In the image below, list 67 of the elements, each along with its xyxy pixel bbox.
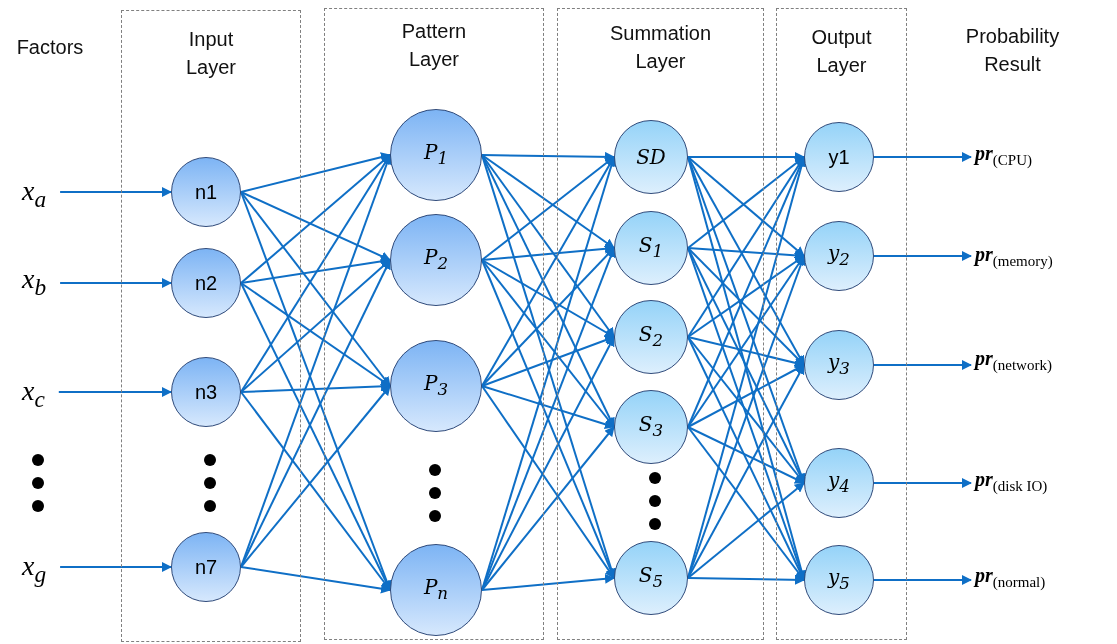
layer-heading: Output Layer [811, 25, 872, 78]
neuron-circle: y$_{3}$ [804, 330, 874, 400]
neuron-circle: S$_{3}$ [614, 390, 688, 464]
neuron-circle: n3 [171, 357, 241, 427]
neuron-circle: y$_{2}$ [804, 221, 874, 291]
connection-arrow [59, 562, 172, 572]
connection-arrow [481, 385, 615, 430]
input-factor-label: x$_{c}$ [22, 375, 45, 415]
neuron-circle: n2 [171, 248, 241, 318]
connection-arrow [687, 482, 805, 579]
probability-output-label: pr$_{(disk IO)}$ [975, 468, 1048, 508]
connection-arrow [873, 251, 972, 261]
connection-arrow [59, 278, 172, 288]
probability-output-label: pr$_{(network)}$ [975, 347, 1052, 387]
connection-arrow [481, 243, 615, 261]
connection-arrow [240, 152, 391, 193]
connection-arrow [687, 574, 805, 585]
column-heading: Probability Result [964, 24, 1061, 77]
neuron-circle: SD [614, 120, 688, 194]
connection-arrow [481, 151, 615, 162]
connection-arrow [687, 426, 805, 581]
layer-heading: Pattern Layer [401, 19, 467, 72]
neuron-circle: S$_{1}$ [614, 211, 688, 285]
neuron-circle: n1 [171, 157, 241, 227]
probability-output-label: pr$_{(normal)}$ [975, 564, 1046, 604]
neuron-circle: n7 [171, 532, 241, 602]
connection-arrow [240, 191, 391, 261]
connection-arrow [57, 387, 172, 397]
probability-output-label: pr$_{(memory)}$ [975, 243, 1053, 283]
connection-arrow [687, 364, 805, 428]
layer-panel [557, 8, 764, 640]
input-factor-label: x$_{b}$ [22, 263, 47, 303]
layer-panel [121, 10, 301, 642]
layer-panel [776, 8, 907, 640]
neuron-circle: P$_{3}$ [390, 340, 482, 432]
connection-arrow [481, 154, 615, 338]
neuron-circle: S$_{5}$ [614, 541, 688, 615]
column-heading: Factors [15, 35, 85, 60]
connection-arrow [687, 426, 805, 484]
neuron-circle: S$_{2}$ [614, 300, 688, 374]
connection-arrow [240, 566, 391, 594]
connection-arrow [481, 247, 615, 387]
connection-arrow [481, 259, 615, 338]
neuron-circle: P$_{n}$ [390, 544, 482, 636]
connection-arrow [687, 336, 805, 368]
neuron-circle: y1 [804, 122, 874, 192]
neuron-circle: y$_{4}$ [804, 448, 874, 518]
connection-arrow [873, 575, 972, 585]
neuron-circle: y$_{5}$ [804, 545, 874, 615]
input-factor-label: x$_{a}$ [22, 175, 47, 215]
probability-output-label: pr$_{(CPU)}$ [975, 142, 1032, 182]
connection-arrow [481, 573, 615, 591]
connection-arrow [873, 478, 972, 488]
layer-heading: Input Layer [186, 27, 236, 80]
connection-arrow [240, 381, 391, 393]
connection-arrow [481, 335, 615, 387]
layer-heading: Summation Layer [609, 21, 712, 74]
connection-arrow [481, 385, 615, 579]
connection-arrow [240, 256, 391, 284]
layer-panel [324, 8, 544, 640]
input-factor-label: x$_{g}$ [22, 550, 47, 590]
connection-arrow [873, 360, 972, 370]
neuron-circle: P$_{2}$ [390, 214, 482, 306]
connection-arrow [59, 187, 172, 197]
connection-arrow [481, 426, 615, 591]
neuron-circle: P$_{1}$ [390, 109, 482, 201]
connection-arrow [873, 152, 972, 162]
